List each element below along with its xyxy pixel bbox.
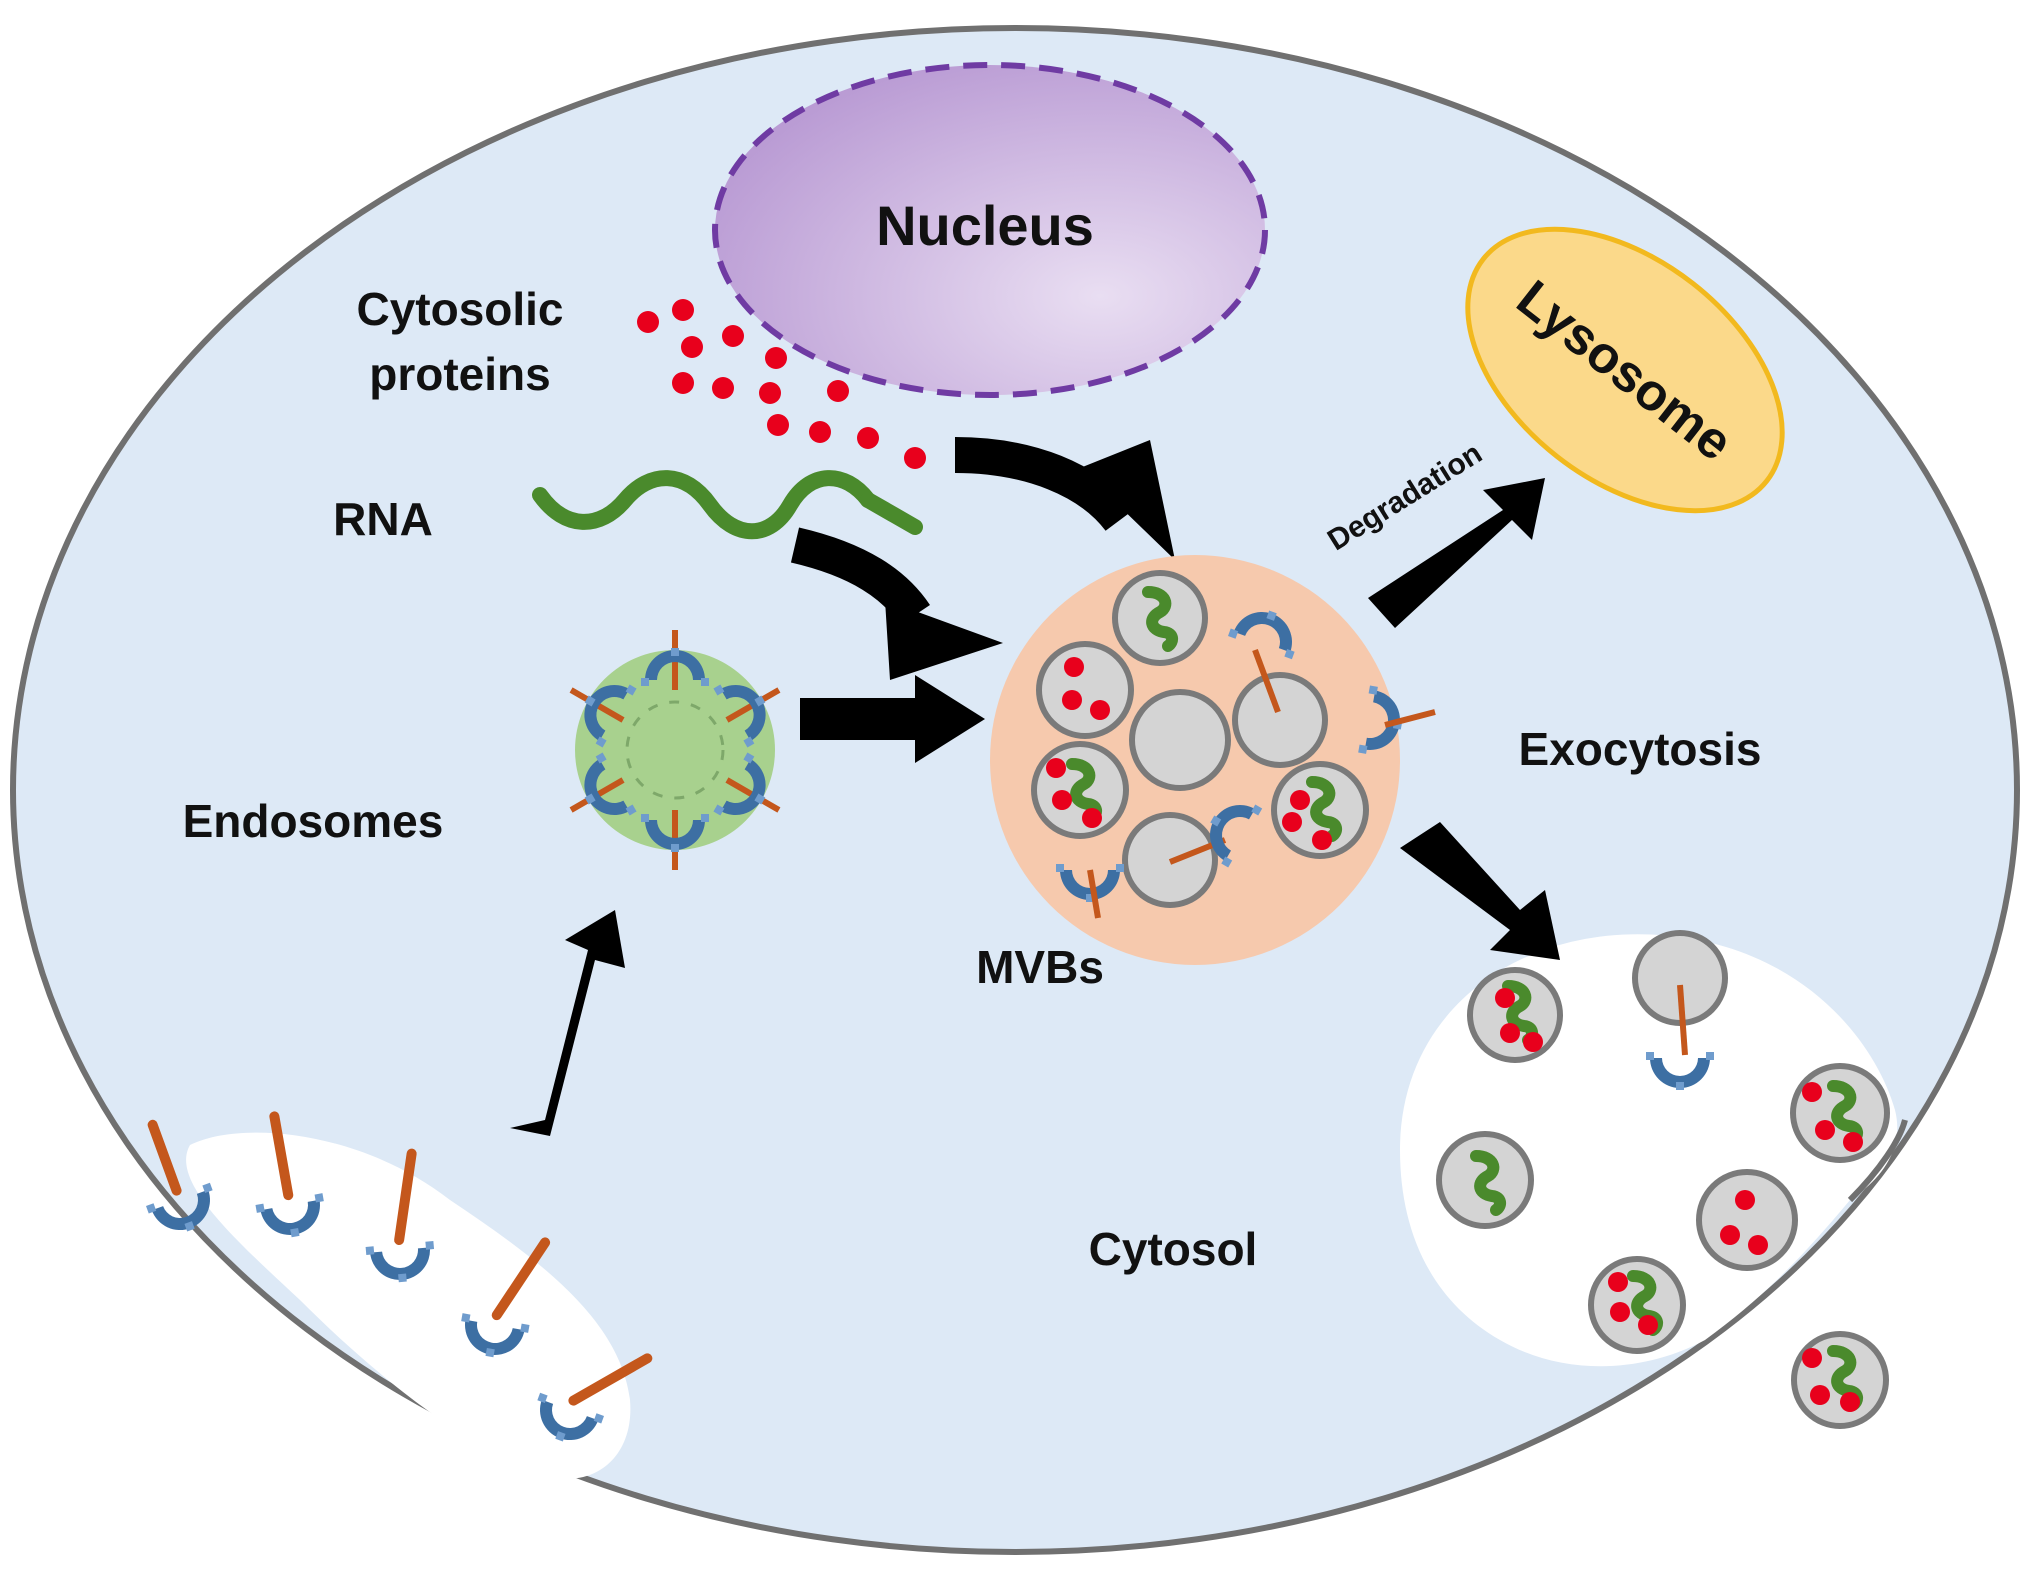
cytosol-label: Cytosol: [1089, 1223, 1258, 1275]
mvb-contents: [1046, 592, 1436, 919]
endocytic-pocket: [186, 1132, 631, 1479]
mvbs-label: MVBs: [976, 941, 1104, 993]
lysosome: Lysosome: [1465, 226, 1785, 514]
arrow-proteins-to-mvb: [954, 437, 1135, 532]
rna-label: RNA: [333, 493, 433, 545]
arrow-mvb-to-lysosome: [1368, 478, 1545, 628]
arrow-head-proteins: [1080, 440, 1175, 560]
protein-dots: [637, 299, 926, 469]
nucleus-label: Nucleus: [876, 194, 1094, 257]
arrow-head-rna: [885, 600, 1003, 680]
arrow-rna-to-mvb: [790, 527, 930, 626]
endosomes-label: Endosomes: [183, 795, 444, 847]
arrow-mvb-to-exocytosis: [1400, 822, 1560, 960]
rna-strand-icon: [532, 470, 876, 540]
membrane-receptors: [145, 1111, 653, 1452]
exocytosis-label: Exocytosis: [1519, 723, 1762, 775]
endosome: [569, 630, 781, 870]
endosome-receptors: [569, 630, 781, 870]
released-exosomes: [1436, 930, 1890, 1429]
arrow-membrane-to-endosome: [510, 910, 625, 1136]
cytosolic-proteins-label: Cytosolic: [356, 283, 563, 335]
arrow-head-endosome: [915, 675, 985, 763]
arrow-endosome-to-mvb-shaft: [800, 698, 920, 740]
nucleus: Nucleus: [712, 62, 1268, 398]
mvb: [990, 555, 1436, 965]
cytosolic-proteins-label-line2: proteins: [369, 348, 550, 400]
cell-outline-break: [1847, 1119, 1908, 1203]
